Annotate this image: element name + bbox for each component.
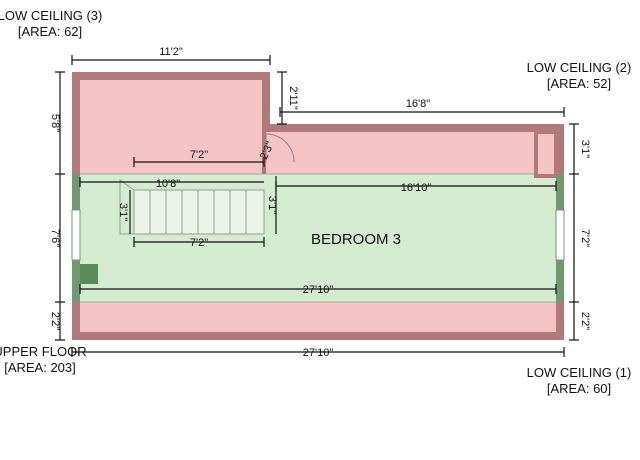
- dim-outer-full-width: 27'10": [303, 347, 334, 359]
- dim-right-mid-width: 16'10": [401, 182, 432, 194]
- door-swing: [262, 132, 295, 174]
- dim-stair-right-height: 3'1": [266, 196, 278, 214]
- dim-inner-full-width: 27'10": [303, 284, 334, 296]
- label-upper-floor: UPPER FLOOR: [0, 344, 87, 359]
- right-window: [555, 209, 565, 261]
- dim-right-top-height: 3'1": [579, 140, 591, 158]
- label-low-ceiling-3: LOW CEILING (3): [0, 8, 102, 23]
- low-ceiling-1-area: [80, 302, 556, 332]
- label-low-ceiling-2: LOW CEILING (2): [527, 60, 632, 75]
- left-window: [71, 209, 81, 261]
- label-area-1: [AREA: 60]: [547, 381, 611, 396]
- chimney-box: [80, 264, 98, 284]
- right-top-box: [534, 130, 558, 178]
- dim-right-top-width: 16'8": [406, 98, 430, 110]
- dimension-lines: [55, 55, 579, 357]
- low-ceiling-2-area: [262, 132, 556, 174]
- dim-left-top-height: 5'8": [49, 114, 61, 132]
- low-ceiling-3-area: [80, 80, 262, 174]
- dim-left-mid-height: 7'6": [49, 229, 61, 247]
- staircase: [119, 179, 265, 235]
- dim-stair-bottom-width: 7'2": [190, 237, 208, 249]
- dim-left-bottom-height: 2'2": [49, 312, 61, 330]
- dim-right-bottom-height: 2'2": [579, 312, 591, 330]
- dim-top-left-width: 11'2": [159, 46, 183, 58]
- label-area-3: [AREA: 62]: [18, 24, 82, 39]
- label-bedroom: BEDROOM 3: [311, 231, 401, 248]
- dim-notch-height: 2'11": [287, 86, 299, 110]
- dim-stair-outer-width: 10'8": [156, 178, 180, 190]
- label-area-upper: [AREA: 203]: [4, 360, 76, 375]
- dim-stair-top-width: 7'2": [190, 149, 208, 161]
- dim-stair-left-height: 3'1": [117, 203, 129, 221]
- dim-right-mid-height: 7'2": [579, 229, 591, 247]
- label-area-2: [AREA: 52]: [547, 76, 611, 91]
- label-low-ceiling-1: LOW CEILING (1): [527, 365, 632, 380]
